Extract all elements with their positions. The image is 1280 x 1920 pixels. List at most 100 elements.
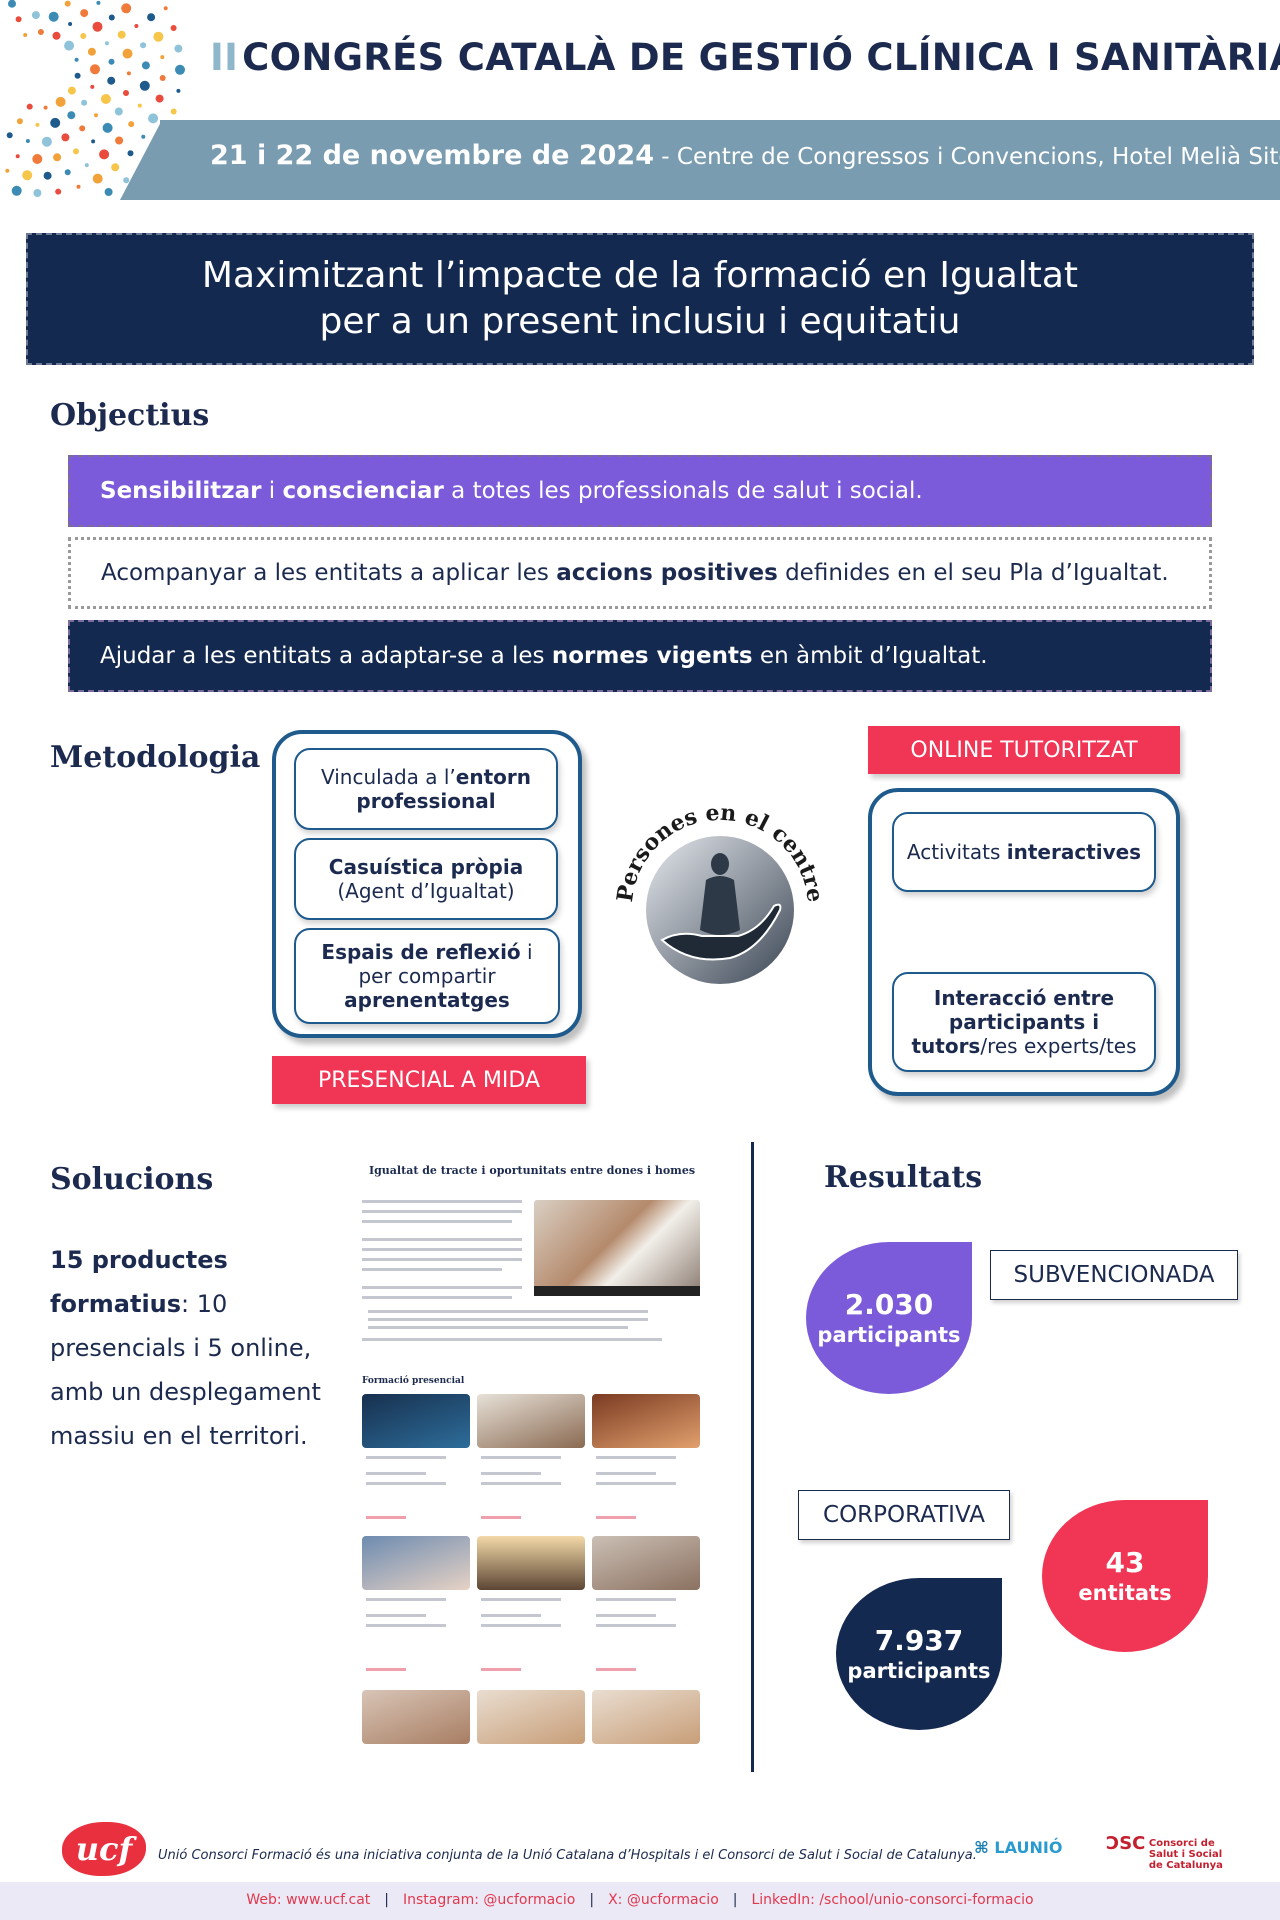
video-controls-bar xyxy=(534,1286,700,1296)
card-link-line xyxy=(481,1516,521,1519)
logo-dot xyxy=(55,96,66,107)
logo-dot xyxy=(67,86,76,95)
method-card-interaction: Interacció entre participants i tutors/r… xyxy=(892,972,1156,1072)
footer-separator: | xyxy=(589,1892,595,1908)
logo-dot xyxy=(174,44,183,53)
course-thumbnail xyxy=(592,1394,700,1448)
course-thumbnail xyxy=(477,1536,585,1590)
section-divider xyxy=(751,1142,754,1772)
logo-dot xyxy=(176,88,181,93)
method-card-1-bold-1: entorn xyxy=(455,765,531,789)
logo-dot xyxy=(100,94,111,104)
logo-dot xyxy=(67,111,76,120)
method-card-reflection: Espais de reflexió i per compartir apren… xyxy=(294,928,560,1024)
logo-dot xyxy=(41,136,52,147)
logo-dot xyxy=(80,9,89,18)
online-label: ONLINE TUTORITZAT xyxy=(868,726,1180,774)
objective-1-text-1: i xyxy=(261,478,283,504)
stat-subvencionada-number: 2.030 xyxy=(844,1288,934,1321)
objectives-heading: Objectius xyxy=(50,398,210,433)
logo-dot xyxy=(91,139,96,144)
footer-link-linkedin[interactable]: LinkedIn: /school/unio-consorci-formacio xyxy=(751,1892,1034,1908)
method-card-4-bold: interactives xyxy=(1006,840,1142,864)
logo-dot xyxy=(126,71,131,76)
method-card-5-bold-2: participants i xyxy=(948,1010,1100,1034)
course-thumbnail xyxy=(362,1690,470,1744)
logo-dot xyxy=(64,0,71,7)
logo-dot xyxy=(159,75,166,81)
card-text-line xyxy=(366,1482,446,1485)
card-text-line xyxy=(596,1598,676,1601)
card-text-line xyxy=(366,1472,426,1475)
objective-1-bold-1: Sensibilitzar xyxy=(100,478,262,504)
congress-title-text: CONGRÉS CATALÀ DE GESTIÓ CLÍNICA I SANIT… xyxy=(242,36,1280,79)
hand-icon xyxy=(660,903,782,961)
card-text-line xyxy=(366,1598,446,1601)
objective-2-text-2: definides en el seu Pla d’Igualtat. xyxy=(777,560,1169,586)
course-thumbnail xyxy=(477,1394,585,1448)
logo-dot xyxy=(140,42,147,49)
people-in-center-emblem: Persones en el centre xyxy=(612,800,828,984)
header-band-edge xyxy=(120,120,162,200)
footer-link-instagram[interactable]: Instagram: @ucformacio xyxy=(403,1892,576,1908)
logo-dot xyxy=(80,33,87,39)
logo-dot xyxy=(170,25,177,31)
logo-dot xyxy=(74,57,79,62)
logo-dot xyxy=(73,148,79,155)
logo-dot xyxy=(107,76,116,85)
stat-entitats: 43 entitats xyxy=(1042,1500,1208,1652)
webpage-text-line xyxy=(362,1296,512,1299)
footer-description: Unió Consorci Formació és una iniciativa… xyxy=(158,1848,977,1863)
date-text: 21 i 22 de novembre de 2024 xyxy=(210,140,654,171)
logo-dot xyxy=(16,118,23,125)
footer-link-web[interactable]: Web: www.ucf.cat xyxy=(246,1892,371,1908)
course-thumbnail xyxy=(592,1690,700,1744)
logo-dot xyxy=(32,154,43,164)
logo-dot xyxy=(108,58,115,65)
logo-dot xyxy=(111,163,120,172)
card-text-line xyxy=(366,1456,446,1459)
logo-dot xyxy=(102,122,113,133)
webpage-text-line xyxy=(362,1238,522,1241)
card-link-line xyxy=(596,1668,636,1671)
course-thumbnail xyxy=(362,1536,470,1590)
logo-dot xyxy=(68,22,73,26)
method-card-2-text: (Agent d’Igualtat) xyxy=(337,879,515,903)
logo-dot xyxy=(155,94,164,103)
logo-dot xyxy=(94,113,98,118)
launio-logo: ⌘ LAUNIÓ xyxy=(974,1838,1063,1857)
stat-corporativa-number: 7.937 xyxy=(874,1624,964,1657)
stat-entitats-label: entitats xyxy=(1078,1581,1172,1605)
card-text-line xyxy=(596,1624,676,1627)
logo-dot xyxy=(92,21,103,32)
logo-dot xyxy=(170,108,177,115)
webpage-text-line xyxy=(362,1248,522,1251)
webpage-text-line xyxy=(362,1220,512,1223)
footer-link-x[interactable]: X: @ucformacio xyxy=(608,1892,719,1908)
logo-dot xyxy=(5,168,10,173)
logo-dot xyxy=(15,16,22,23)
objective-1: Sensibilitzar i conscienciar a totes les… xyxy=(68,455,1212,527)
logo-dot xyxy=(25,139,30,143)
stat-subvencionada: 2.030 participants xyxy=(806,1242,972,1394)
webpage-text-line xyxy=(362,1338,662,1341)
subvencionada-tag: SUBVENCIONADA xyxy=(990,1250,1238,1300)
logo-dot xyxy=(163,6,168,11)
logo-dot xyxy=(81,99,88,106)
logo-dot xyxy=(64,169,71,176)
webpage-text-line xyxy=(362,1200,522,1203)
method-card-3-text-2: per compartir xyxy=(358,964,496,988)
objective-2-text-1: Acompanyar a les entitats a aplicar les xyxy=(101,560,557,586)
card-text-line xyxy=(481,1456,561,1459)
method-card-5-text: /res experts/tes xyxy=(980,1034,1137,1058)
logo-dot xyxy=(26,103,33,110)
webpage-text-line xyxy=(362,1258,522,1261)
objective-3-text-2: en àmbit d’Igualtat. xyxy=(752,643,988,669)
stat-entitats-number: 43 xyxy=(1105,1546,1145,1579)
method-card-professional: Vinculada a l’entorn professional xyxy=(294,748,558,830)
logo-dot xyxy=(37,29,44,35)
webpage-text-line xyxy=(368,1326,628,1329)
csc-logo: ƆSC Consorci de Salut i Social de Catalu… xyxy=(1106,1835,1235,1872)
objective-1-text-2: a totes les professionals de salut i soc… xyxy=(443,478,923,504)
congress-edition: II xyxy=(210,36,239,79)
